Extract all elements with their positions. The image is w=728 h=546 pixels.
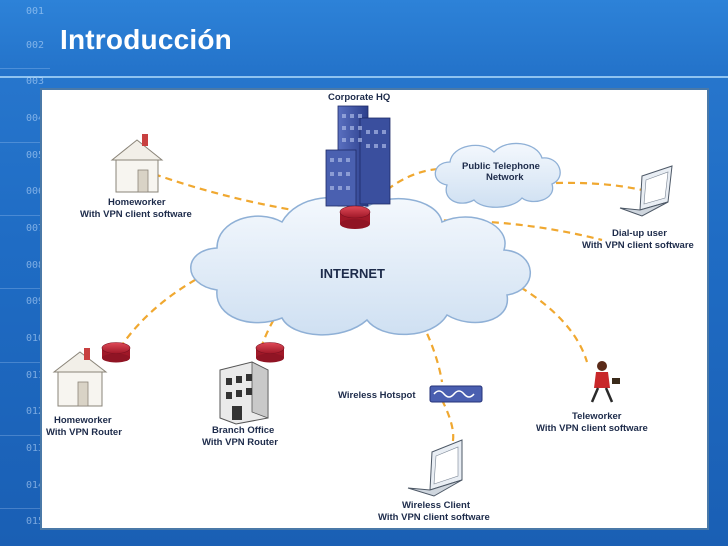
branch-label-line2: With VPN Router (202, 437, 278, 448)
line-number: 014 (26, 480, 45, 491)
gutter-divider (0, 435, 50, 436)
dialup-label-line2: With VPN client software (582, 240, 694, 251)
house-icon (110, 134, 164, 193)
wireless-client-label-line2: With VPN client software (378, 512, 490, 523)
house-icon (52, 348, 108, 407)
line-number: 006 (26, 186, 45, 197)
gutter-divider (0, 215, 50, 216)
homeworker-router-label-line2: With VPN Router (46, 427, 122, 438)
hq-router-icon (339, 205, 371, 229)
diagram-panel: INTERNET Public Telephone Network Corpor… (40, 88, 709, 530)
line-number: 008 (26, 260, 45, 271)
link-branch (260, 229, 353, 346)
title-band (0, 0, 728, 78)
line-number: 005 (26, 150, 45, 161)
teleworker-label-line1: Teleworker (572, 411, 622, 422)
gutter-divider (0, 68, 50, 69)
wireless-client-label-line1: Wireless Client (402, 500, 471, 511)
line-number: 003 (26, 76, 45, 87)
line-number: 004 (26, 113, 45, 124)
laptop-icon (407, 439, 463, 497)
gutter-divider (0, 362, 50, 363)
homeworker-top-label-line2: With VPN client software (80, 209, 192, 220)
corporate-hq-label: Corporate HQ (328, 92, 390, 103)
gutter-divider (0, 142, 50, 143)
hotspot-label: Wireless Hotspot (338, 390, 416, 401)
link-homeworker-top (153, 172, 353, 220)
line-number: 011 (26, 370, 45, 381)
line-number: 015 (26, 516, 45, 527)
gutter-divider (0, 288, 50, 289)
line-number: 010 (26, 333, 45, 344)
office-building-icon (219, 361, 269, 425)
vpn-network-diagram: INTERNET Public Telephone Network Corpor… (46, 92, 694, 523)
line-number: 012 (26, 406, 45, 417)
teleworker-label-line2: With VPN client software (536, 423, 648, 434)
slide-title: Introducción (60, 24, 232, 55)
internet-label: INTERNET (320, 266, 385, 281)
branch-label-line1: Branch Office (212, 425, 274, 436)
link-wireless-client (441, 399, 455, 446)
line-number: 002 (26, 40, 45, 51)
pstn-label-line2: Network (486, 172, 524, 183)
router-icon (101, 342, 131, 363)
title-band-divider (0, 76, 728, 78)
router-icon (255, 342, 285, 363)
line-number: 001 (26, 6, 45, 17)
line-number: 007 (26, 223, 45, 234)
line-number: 013 (26, 443, 45, 454)
pstn-cloud (434, 142, 561, 208)
homeworker-router-label-line1: Homeworker (54, 415, 112, 426)
laptop-icon (619, 165, 673, 217)
teleworker-person-icon (590, 361, 620, 403)
pstn-label-line1: Public Telephone (462, 161, 540, 172)
dialup-label-line1: Dial-up user (612, 228, 667, 239)
gutter-divider (0, 508, 50, 509)
internet-cloud (190, 197, 531, 336)
wireless-hotspot-icon (429, 385, 483, 403)
line-number-gutter: 001 002 003 004 005 006 007 008 009 010 … (0, 0, 50, 546)
line-number: 009 (26, 296, 45, 307)
homeworker-top-label-line1: Homeworker (108, 197, 166, 208)
corporate-hq-building-icon (325, 105, 391, 207)
